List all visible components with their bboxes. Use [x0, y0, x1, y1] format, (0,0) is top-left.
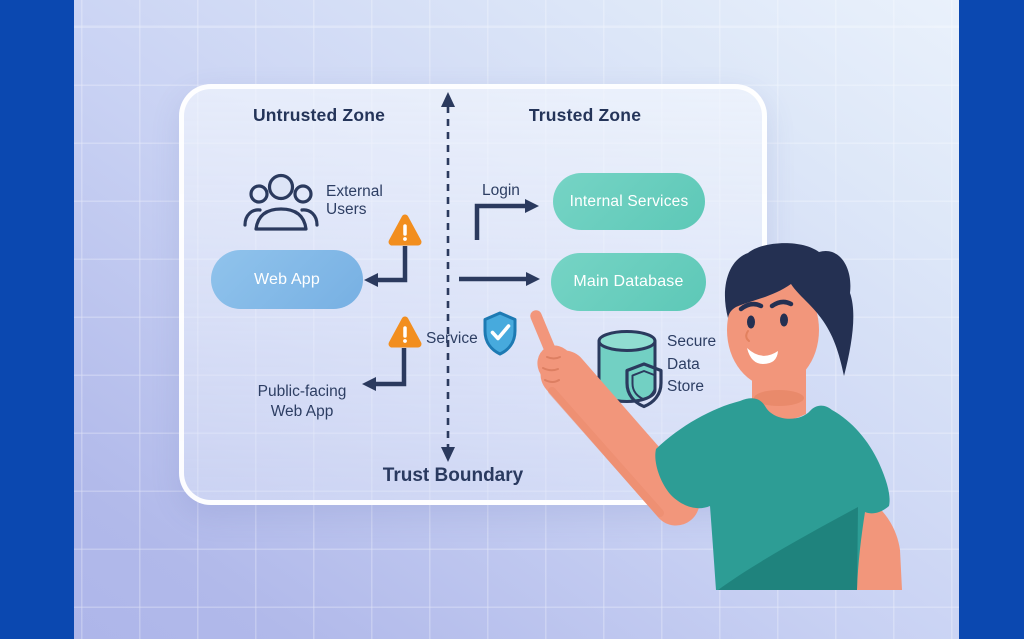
external-users-line1: External [326, 183, 383, 200]
service-label: Service [426, 330, 478, 347]
main-database-node-label: Main Database [573, 273, 684, 290]
person-right-eye [780, 313, 788, 327]
external-users-label: External Users [326, 183, 383, 218]
secure-store-line3: Store [667, 378, 705, 395]
trusted-zone-title: Trusted Zone [528, 105, 642, 125]
main-database-node: Main Database [551, 253, 706, 311]
person-right-forearm [853, 498, 902, 590]
secure-data-store-label: Secure Data Store [667, 331, 716, 399]
public-facing-line1: Public-facing [257, 383, 347, 400]
secure-store-line2: Data [667, 355, 700, 373]
internal-services-node: Internal Services [553, 173, 705, 230]
left-border-bar [0, 0, 74, 639]
internal-services-node-label: Internal Services [569, 192, 689, 210]
right-border-bar [959, 0, 1024, 639]
public-facing-webapp-label: Public-facing Web App [235, 382, 369, 422]
public-facing-line2: Web App [270, 403, 334, 420]
web-app-node: Web App [211, 250, 363, 309]
web-app-node-label: Web App [253, 270, 321, 288]
person-right-eyebrow [769, 299, 794, 309]
external-users-line2: Users [326, 200, 367, 218]
trust-boundary-label: Trust Boundary [382, 465, 524, 486]
login-label: Login [482, 182, 520, 199]
secure-store-line1: Secure [667, 333, 717, 350]
untrusted-zone-title: Untrusted Zone [252, 105, 386, 125]
